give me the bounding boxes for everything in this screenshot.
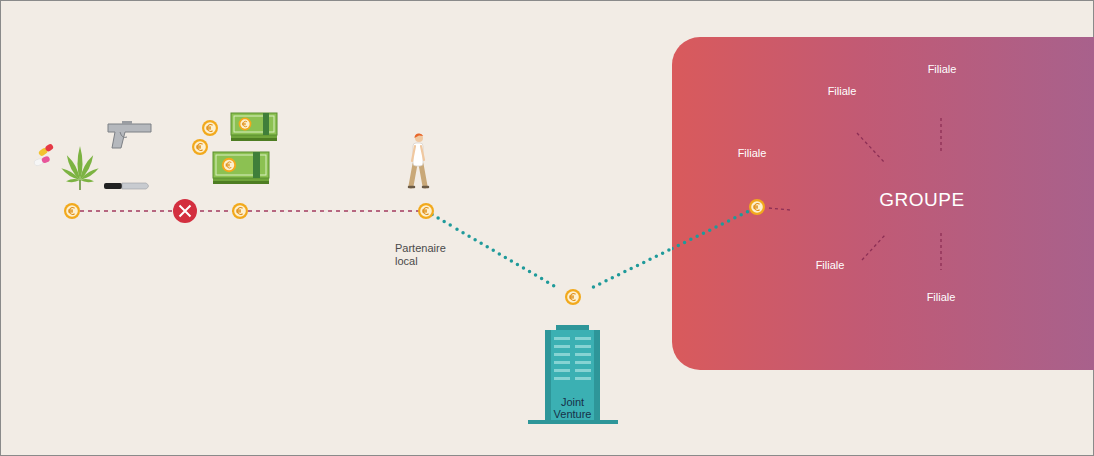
- subsidiary-label: Filiale: [927, 291, 956, 303]
- subsidiary-label: Filiale: [928, 63, 957, 75]
- money-flow-connector: [593, 249, 672, 287]
- pills-icon: [33, 143, 54, 167]
- dirty-money-line: [72, 210, 426, 212]
- coin: [64, 203, 80, 219]
- group-region: GROUPE: [672, 37, 1094, 370]
- subsidiary-label: Filiale: [738, 147, 767, 159]
- gun-icon: [108, 121, 151, 148]
- stop-symbol: [173, 199, 197, 223]
- leaf-icon: [60, 146, 99, 190]
- coin: [232, 203, 248, 219]
- knife-icon: [104, 183, 149, 189]
- subsidiary-label: Filiale: [816, 259, 845, 271]
- subsidiary-label: Filiale: [828, 85, 857, 97]
- joint-venture-node: Joint Venture: [526, 287, 620, 428]
- group-title: GROUPE: [879, 189, 964, 211]
- partner-node: Partenaire local: [385, 128, 457, 273]
- coin: [192, 139, 208, 155]
- money-flow-connector: [457, 229, 556, 287]
- banknotes-icon: [213, 113, 277, 184]
- coin: [202, 120, 218, 136]
- partner-label: Partenaire local: [395, 242, 453, 268]
- building-label: Joint Venture: [545, 396, 600, 420]
